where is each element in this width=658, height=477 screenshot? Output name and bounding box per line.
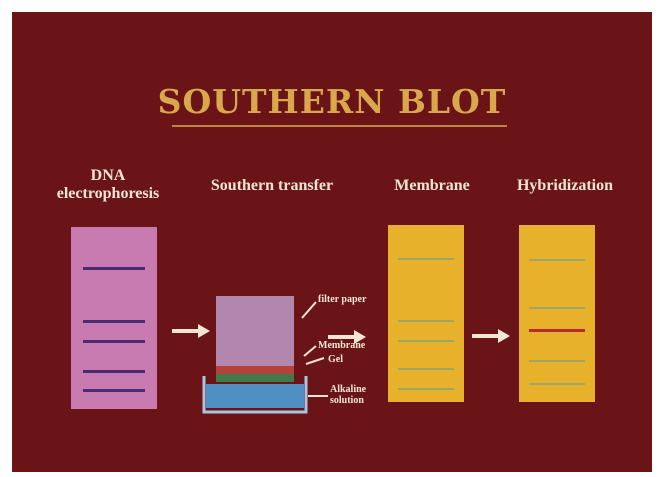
hybridization-band <box>529 259 585 261</box>
label-membrane: Membrane <box>394 177 470 194</box>
label-southern-transfer: Southern transfer <box>210 177 334 194</box>
gel-band <box>83 370 145 373</box>
electrophoresis-gel <box>71 227 157 409</box>
membrane-layer-label: Membrane <box>318 340 366 351</box>
hybridization-band <box>529 383 585 385</box>
label-hybridization: Hybridization <box>516 177 613 194</box>
membrane-band <box>398 258 454 260</box>
slide-background: SOUTHERN BLOT DNA electrophoresis Southe… <box>12 12 652 472</box>
membrane-band <box>398 320 454 322</box>
right-arrow-icon <box>472 329 510 343</box>
pointer-filter <box>301 301 317 319</box>
gel-band <box>83 389 145 392</box>
alkaline-line1: Alkaline <box>330 384 367 395</box>
title-underline <box>172 125 507 127</box>
filter-paper-stack <box>216 296 294 366</box>
pointer-membrane <box>303 345 317 357</box>
label-dna-electrophoresis: DNA electrophoresis <box>48 167 168 203</box>
hybridization-band-highlighted <box>529 329 585 332</box>
transfer-apparatus <box>202 296 308 414</box>
hybridization-membrane <box>519 225 595 402</box>
gel-band <box>83 320 145 323</box>
gel-band <box>83 340 145 343</box>
filter-paper-label: filter paper <box>318 294 367 305</box>
solution-tray <box>202 376 308 414</box>
membrane-band <box>398 368 454 370</box>
label-dna-line1: DNA <box>90 167 126 184</box>
alkaline-line2: solution <box>330 395 364 406</box>
membrane-band <box>398 388 454 390</box>
transfer-pointer-lines <box>301 301 328 397</box>
right-arrow-icon <box>172 324 210 338</box>
label-dna-line2: electrophoresis <box>56 185 160 202</box>
transfer-membrane <box>216 366 294 374</box>
right-arrow-icon <box>328 330 366 344</box>
gel-layer-label: Gel <box>328 354 343 365</box>
membrane <box>388 225 464 402</box>
gel-band <box>83 267 145 270</box>
alkaline-solution-label: Alkaline solution <box>330 384 366 406</box>
alkaline-solution <box>206 384 304 408</box>
membrane-band <box>398 340 454 342</box>
slide-title: SOUTHERN BLOT <box>157 82 507 121</box>
transfer-gel <box>216 374 294 382</box>
pointer-gel <box>305 357 325 365</box>
hybridization-band <box>529 307 585 309</box>
hybridization-band <box>529 360 585 362</box>
